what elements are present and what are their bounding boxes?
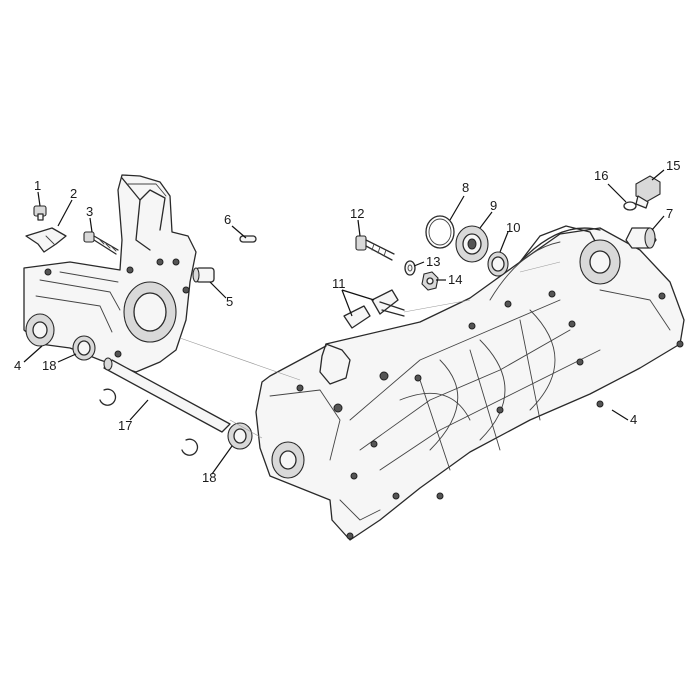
label-part-4-right: 4 [630,412,637,427]
label-part-6: 6 [224,212,231,227]
label-part-13: 13 [426,254,440,269]
label-part-11: 11 [332,276,346,291]
callout-labels: 1 2 3 4 5 6 7 8 9 10 11 12 13 14 15 16 1… [14,158,680,485]
label-part-2: 2 [70,186,77,201]
leader-lines [23,169,665,475]
part-6-pin [239,235,257,243]
part-9-bearing [455,225,489,263]
label-part-8: 8 [462,180,469,195]
part-13-washer [404,260,416,276]
circlip-upper [99,388,117,406]
part-7-bush [625,227,657,249]
left-crankcase-half [23,174,197,373]
part-3-bolt [83,231,119,255]
label-part-3: 3 [86,204,93,219]
label-part-16: 16 [594,168,608,183]
label-part-1: 1 [34,178,41,193]
part-16-oring [623,201,637,211]
label-part-5: 5 [226,294,233,309]
label-part-17: 17 [118,418,132,433]
label-part-18-top: 18 [42,358,56,373]
label-part-7: 7 [666,206,673,221]
part-17-shaft [103,357,231,433]
label-part-18-bottom: 18 [202,470,216,485]
assembly-centerlines [179,261,561,439]
label-part-14: 14 [448,272,462,287]
part-15-plug [635,175,661,209]
part-10-seal [487,251,509,277]
part-18-bearing-bottom [227,422,253,450]
part-8-circlip [425,215,455,249]
label-part-15: 15 [666,158,680,173]
part-18-bearing-top [72,335,96,361]
part-11-fitting [343,289,405,329]
label-part-4-left: 4 [14,358,21,373]
label-part-12: 12 [350,206,364,221]
label-part-9: 9 [490,198,497,213]
label-part-10: 10 [506,220,520,235]
part-14-nut [421,271,439,291]
part-5-dowel [192,267,215,283]
right-crankcase-half [255,225,685,541]
circlip-lower [181,438,199,456]
part-12-bolt [355,235,395,261]
part-1-screw [33,205,47,221]
part-2-clip [25,227,67,253]
